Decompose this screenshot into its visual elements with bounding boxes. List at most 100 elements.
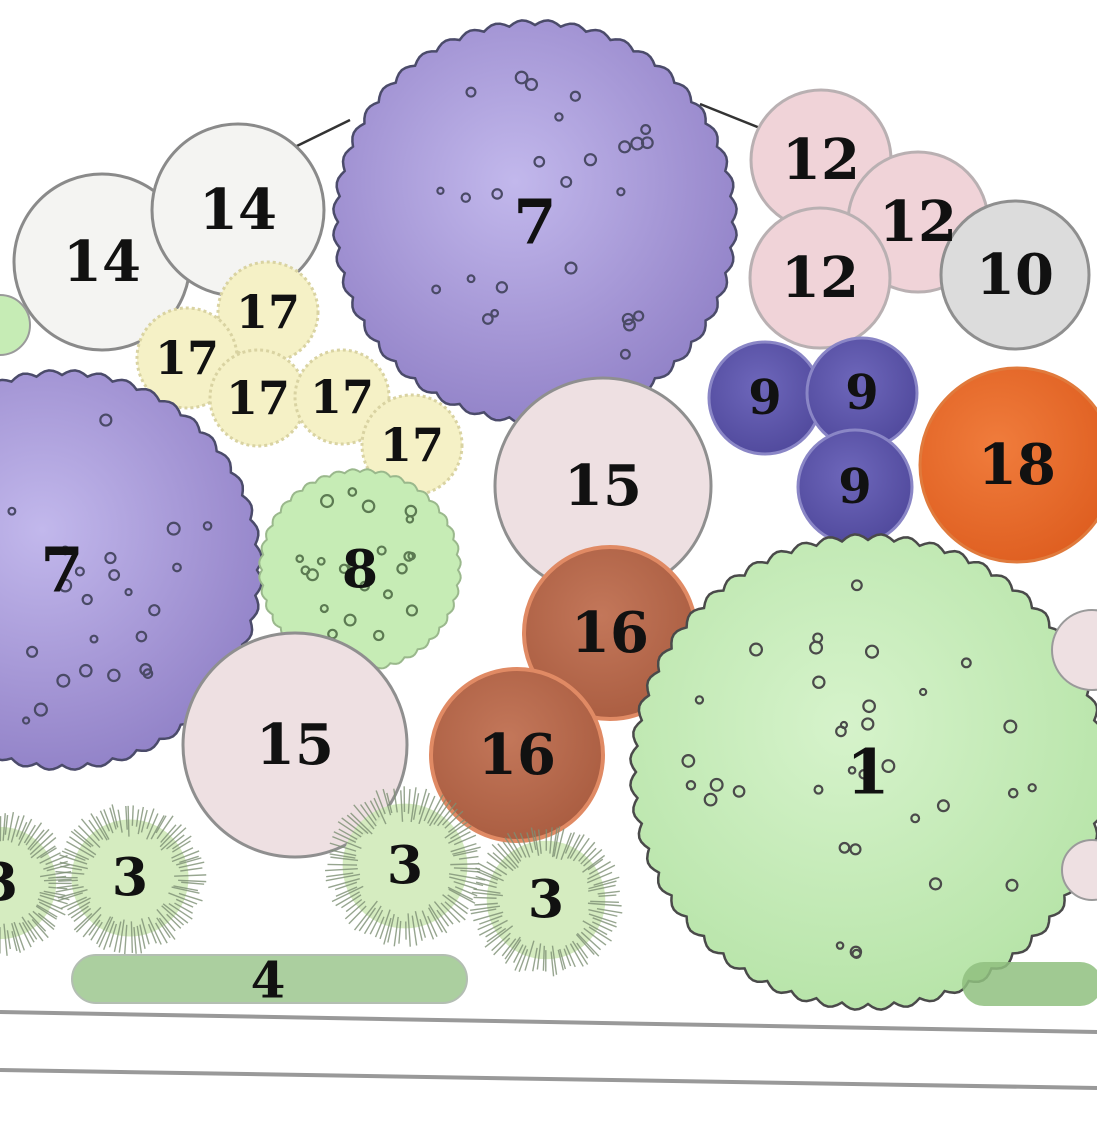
leaf-dot bbox=[79, 663, 93, 678]
grass-blade bbox=[13, 921, 25, 951]
grass-blade bbox=[418, 792, 430, 825]
leaf-dot bbox=[148, 604, 161, 617]
grass-blade bbox=[154, 922, 168, 944]
grass-blade bbox=[592, 921, 613, 932]
grass-blade bbox=[410, 787, 417, 823]
plant-label-3: 3 bbox=[528, 870, 564, 931]
grass-blade bbox=[32, 910, 55, 931]
leaf-dot bbox=[749, 642, 764, 657]
grass-blade bbox=[130, 921, 134, 953]
grass-blade bbox=[519, 832, 531, 858]
grass-blade bbox=[453, 850, 478, 857]
grass-blade bbox=[447, 819, 466, 833]
grass-blade bbox=[550, 951, 555, 977]
grass-blade bbox=[593, 876, 620, 886]
grass-blade bbox=[400, 790, 404, 822]
grass-blade bbox=[155, 815, 167, 834]
leaf-dot bbox=[202, 521, 213, 531]
leaf-dot bbox=[21, 716, 31, 725]
grass-blade bbox=[598, 894, 617, 898]
grass-blade bbox=[11, 931, 18, 952]
leaf-dot bbox=[621, 312, 635, 326]
leaf-dot bbox=[436, 186, 445, 195]
grass-blade bbox=[533, 830, 540, 856]
grass-blade bbox=[363, 905, 382, 935]
grass-blade bbox=[423, 795, 436, 822]
grass-blade bbox=[576, 932, 600, 957]
leaf-dot bbox=[1005, 878, 1019, 892]
grass-blade bbox=[597, 890, 620, 895]
grass-blade bbox=[470, 908, 497, 915]
leaf-dot bbox=[861, 717, 875, 731]
grass-blade bbox=[588, 913, 617, 924]
grass-blade bbox=[387, 913, 395, 943]
grass-blade bbox=[453, 834, 477, 846]
grass-blade bbox=[181, 881, 205, 885]
grass-blade bbox=[4, 814, 9, 835]
grass-clump bbox=[342, 803, 468, 929]
grass-blade bbox=[398, 920, 402, 944]
grass-blade bbox=[587, 864, 616, 880]
grass-blade bbox=[168, 892, 198, 905]
grass-blade bbox=[542, 945, 545, 971]
leaf-dot bbox=[835, 941, 845, 950]
leaf-dot bbox=[554, 112, 564, 122]
grass-blade bbox=[485, 926, 503, 938]
grass-blade bbox=[444, 901, 466, 921]
grass-blade bbox=[506, 832, 523, 858]
grass-blade bbox=[57, 892, 84, 902]
grass-blade bbox=[135, 809, 140, 827]
grass-blade bbox=[88, 819, 104, 840]
grass-blade bbox=[588, 908, 618, 917]
leaf-dot bbox=[640, 124, 652, 136]
grass-blade bbox=[59, 861, 88, 870]
leaf-dot bbox=[382, 589, 393, 600]
grass-blade bbox=[90, 813, 108, 841]
plant-16 bbox=[429, 667, 605, 843]
grass-blade bbox=[174, 874, 207, 877]
leaf-dot bbox=[858, 769, 869, 780]
leaf-dot bbox=[320, 494, 335, 509]
grass-blade bbox=[497, 843, 519, 869]
grass-blade bbox=[353, 900, 378, 931]
grass-blade bbox=[329, 842, 357, 852]
plant-label-8: 8 bbox=[342, 540, 378, 601]
grass-blade bbox=[452, 846, 481, 855]
leaf-dot bbox=[338, 563, 350, 575]
grass-blade bbox=[178, 892, 203, 902]
leaf-dot bbox=[514, 70, 529, 85]
leaf-dot bbox=[524, 77, 539, 92]
grass-blade bbox=[450, 863, 479, 866]
grass-blade bbox=[555, 828, 565, 859]
leaf-dot bbox=[142, 668, 154, 679]
grass-blade bbox=[2, 813, 6, 841]
grass-blade bbox=[117, 809, 123, 833]
grass-blade bbox=[137, 806, 145, 835]
grass-blade bbox=[588, 926, 612, 942]
grass-blade bbox=[18, 821, 28, 840]
plant-label-10: 10 bbox=[976, 242, 1054, 308]
grass-blade bbox=[493, 937, 511, 956]
grass-blade bbox=[96, 916, 112, 945]
grass-blade bbox=[70, 830, 92, 848]
leaf-dot bbox=[619, 348, 631, 360]
grass-blade bbox=[73, 913, 93, 931]
grass-blade bbox=[440, 902, 461, 923]
grass-blade bbox=[393, 916, 399, 947]
leaf-dot bbox=[60, 545, 71, 556]
grass-blade bbox=[587, 902, 622, 907]
plant-label-15: 15 bbox=[564, 453, 642, 519]
grass-blade bbox=[569, 834, 585, 859]
leaf-dot bbox=[809, 640, 824, 655]
leaf-dot bbox=[81, 593, 93, 606]
grass-blade bbox=[514, 945, 527, 971]
grass-blade bbox=[588, 880, 617, 890]
leaf-dot bbox=[564, 261, 578, 275]
grass-blade bbox=[29, 832, 54, 856]
plant-label-3: 3 bbox=[112, 848, 148, 909]
grass-blade bbox=[537, 829, 542, 854]
grass-blade bbox=[477, 919, 500, 931]
grass-blade bbox=[330, 849, 357, 857]
grass-blade bbox=[108, 923, 118, 948]
